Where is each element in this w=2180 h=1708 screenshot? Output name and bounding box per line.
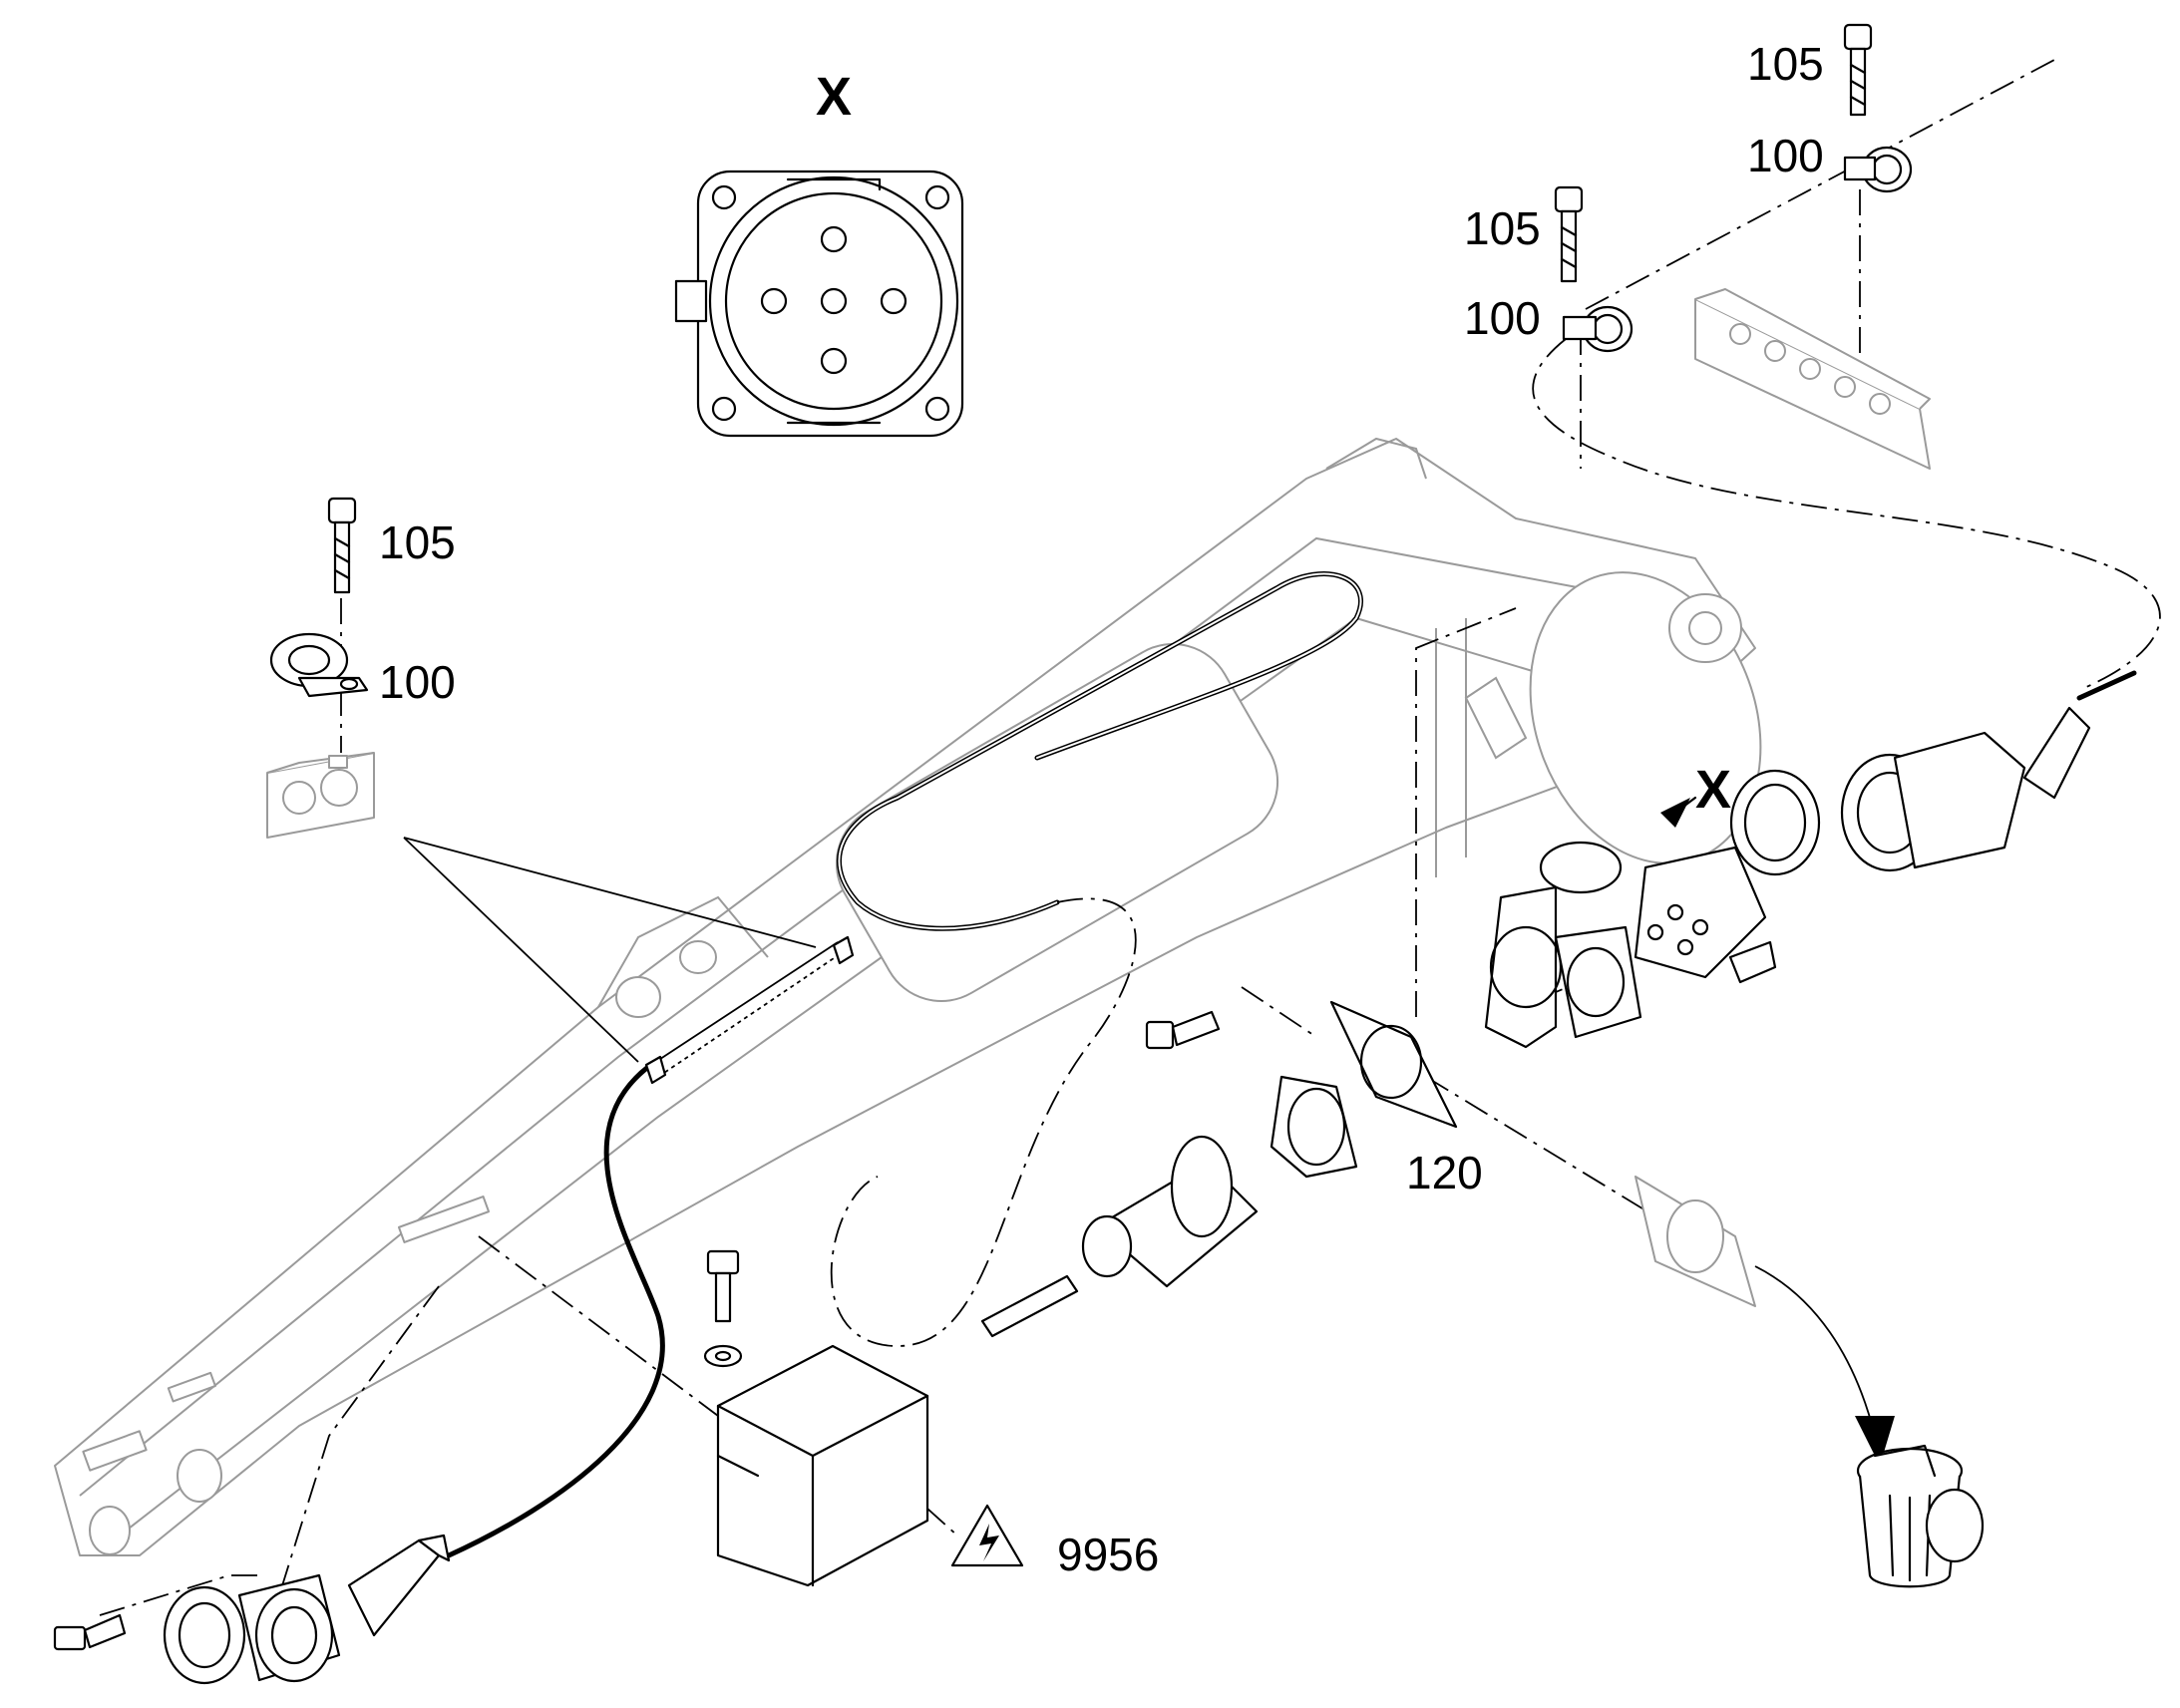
- trash-bin-icon: [1856, 1444, 1985, 1588]
- boom-arm: [54, 437, 1762, 1556]
- callout-9956: 9956: [1057, 1529, 1159, 1580]
- connector-face-view: [674, 170, 964, 438]
- bolt-washer-cover: [703, 1249, 743, 1368]
- inline-connector: [644, 935, 855, 1085]
- clamp-100-top: [1843, 146, 1913, 193]
- callout-100-top: 100: [1747, 130, 1824, 181]
- right-socket-housing: [1634, 846, 1767, 979]
- bolt-105-top: [1843, 23, 1873, 117]
- right-flap-cover: [1484, 841, 1623, 1049]
- socket-body: [1270, 1075, 1358, 1179]
- discard-arrow: [1754, 1265, 1876, 1437]
- callout-120: 120: [1406, 1147, 1483, 1198]
- callout-105-left: 105: [379, 516, 456, 568]
- callout-105-mid: 105: [1464, 202, 1541, 254]
- direction-arrow-icon: [1660, 796, 1697, 828]
- clamp-bar-top: [1694, 288, 1931, 470]
- clamp-100-left: [269, 632, 369, 698]
- cable-harness: [446, 571, 2137, 1558]
- clamp-block-left: [266, 752, 375, 839]
- bolt-105-left: [327, 497, 357, 594]
- clamp-100-mid: [1562, 305, 1634, 353]
- protective-cover: [716, 1344, 929, 1587]
- bolt-105-mid: [1554, 185, 1584, 283]
- gasket-120: [1329, 1000, 1458, 1129]
- discard-arrow-head: [1855, 1416, 1895, 1466]
- callout-105-top: 105: [1747, 38, 1824, 90]
- warning-high-voltage-icon: [950, 1504, 1024, 1567]
- right-screw: [1728, 940, 1777, 984]
- right-plug-assembly: [1729, 706, 2091, 876]
- right-gasket: [1554, 925, 1642, 1039]
- discarded-bracket: [1635, 1176, 1756, 1307]
- bottom-left-plug-assembly: [53, 1534, 451, 1685]
- callout-100-left: 100: [379, 656, 456, 708]
- callout-100-mid: 100: [1464, 292, 1541, 344]
- leader-line: [403, 837, 817, 948]
- bolt-center: [1145, 1010, 1221, 1050]
- plug-body-center: [980, 1135, 1259, 1338]
- view-label: X: [816, 67, 852, 127]
- leader-line: [403, 837, 639, 1063]
- view-arrow-label: X: [1695, 760, 1731, 820]
